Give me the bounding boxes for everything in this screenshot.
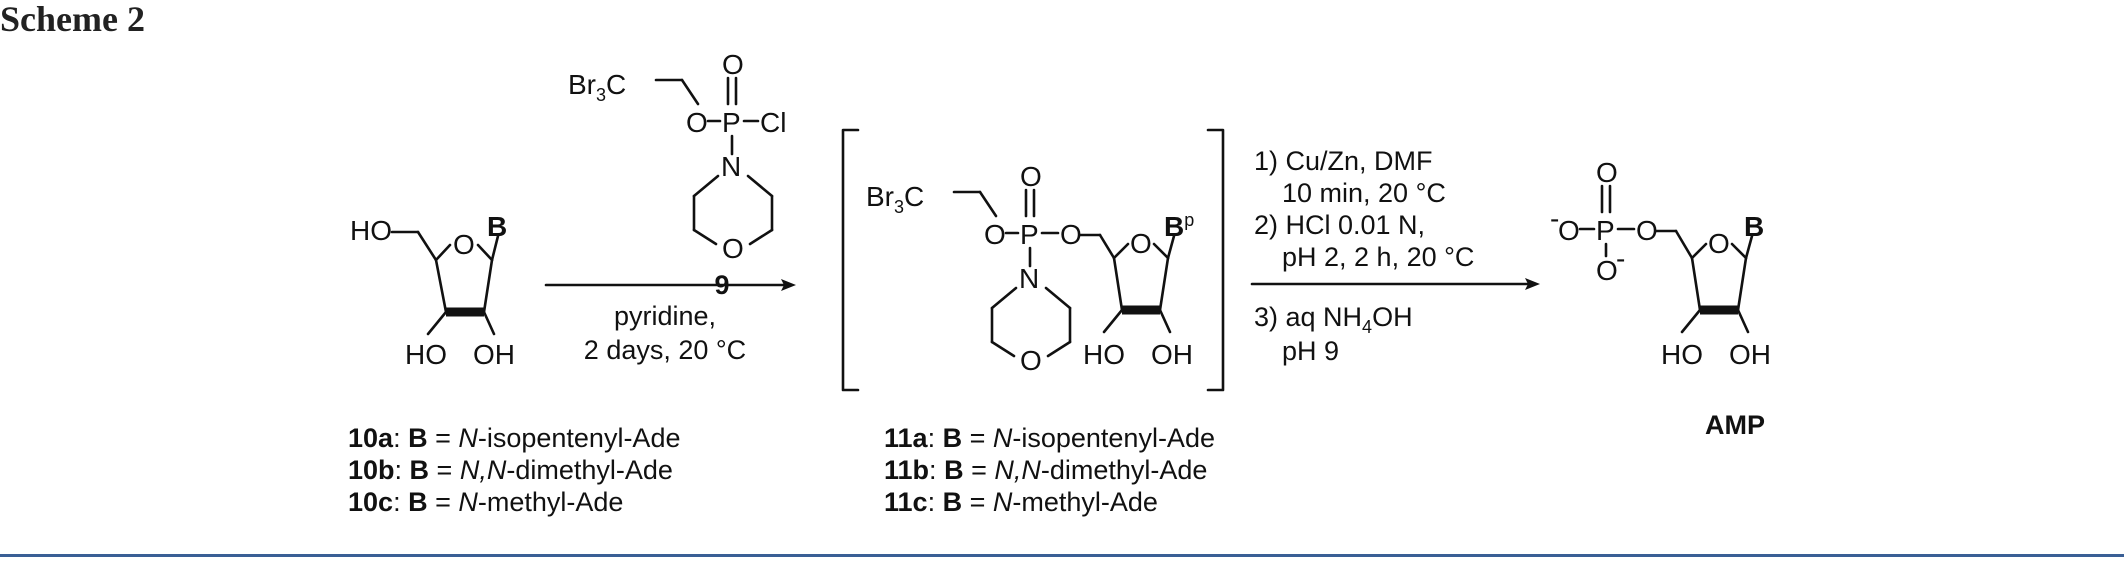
int-ring-oxygen: O (1130, 228, 1152, 259)
amp-oh2-label: OH (1729, 339, 1771, 370)
arrow2-step3-line2: pH 9 (1282, 336, 1339, 366)
int-label-11b: 11b: B = N,N-dimethyl-Ade (884, 455, 1207, 485)
sm-base-label: B (487, 211, 507, 242)
amp-minus-left: - (1550, 203, 1559, 234)
reagent-double-oxygen: O (722, 49, 744, 80)
sm-ho3-label: HO (405, 339, 447, 370)
amp-oxygen-anion-bottom: O (1596, 255, 1618, 286)
arrow-2: 1) Cu/Zn, DMF 10 min, 20 °C 2) HCl 0.01 … (1250, 146, 1540, 366)
sm-ring-oxygen: O (453, 229, 475, 260)
amp-ho3-label: HO (1661, 339, 1703, 370)
int-label-11c: 11c: B = N-methyl-Ade (884, 487, 1158, 517)
int-oh2-label: OH (1151, 339, 1193, 370)
amp-base-label: B (1744, 211, 1764, 242)
intermediate-labels: 11a: B = N-isopentenyl-Ade 11b: B = N,N-… (884, 423, 1215, 517)
starting-material-10: HO O B HO OH (350, 211, 515, 370)
amp-double-oxygen: O (1596, 157, 1618, 188)
reagent-ester-oxygen: O (686, 107, 708, 138)
int-double-oxygen: O (1020, 161, 1042, 192)
arrow2-step1-line1: 1) Cu/Zn, DMF (1254, 146, 1433, 176)
arrow2-step3-line1: 3) aq NH4OH (1254, 302, 1413, 337)
reagent-9: Br3C O P O Cl N O (568, 49, 786, 264)
product-amp: - O P O O - O O B HO OH AMP (1550, 157, 1771, 440)
int-morpholine-nitrogen: N (1019, 263, 1039, 294)
arrow2-step2-line2: pH 2, 2 h, 20 °C (1282, 242, 1474, 272)
intermediate-11: Br3C O P O O O Bp HO OH N O (841, 128, 1225, 392)
int-morpholine-oxygen: O (1020, 345, 1042, 376)
sm-label-10b: 10b: B = N,N-dimethyl-Ade (348, 455, 673, 485)
arrow-1: 9 9 pyridine, 2 days, 20 °C (544, 270, 796, 365)
int-ester-oxygen: O (984, 219, 1006, 250)
scheme-title: Scheme 2 (0, 0, 145, 39)
sm-label-10c: 10c: B = N-methyl-Ade (348, 487, 623, 517)
bottom-rule (0, 554, 2124, 557)
amp-name-label: AMP (1705, 410, 1765, 440)
int-ho3-label: HO (1083, 339, 1125, 370)
amp-link-oxygen: O (1636, 215, 1658, 246)
amp-ring-oxygen: O (1708, 228, 1730, 259)
reagent-morpholine-nitrogen: N (721, 151, 741, 182)
int-label-11a: 11a: B = N-isopentenyl-Ade (884, 423, 1215, 453)
sm-label-10a: 10a: B = N-isopentenyl-Ade (348, 423, 680, 453)
reagent-chlorine: Cl (760, 107, 786, 138)
reagent-br3c-label: Br3C (568, 69, 626, 105)
amp-oxygen-anion-left: O (1558, 215, 1580, 246)
amp-phosphorus: P (1596, 215, 1615, 246)
arrow1-condition-1: pyridine, (614, 301, 716, 331)
int-phosphorus: P (1020, 219, 1039, 250)
arrow1-condition-2: 2 days, 20 °C (584, 335, 746, 365)
reagent-morpholine-oxygen: O (722, 233, 744, 264)
int-base-label: Bp (1164, 210, 1194, 242)
arrow2-step1-line2: 10 min, 20 °C (1282, 178, 1446, 208)
amp-minus-bottom: - (1616, 243, 1625, 274)
int-br3c-label: Br3C (866, 181, 924, 217)
reagent-phosphorus: P (722, 107, 741, 138)
sm-oh2-label: OH (473, 339, 515, 370)
arrow2-step2-line1: 2) HCl 0.01 N, (1254, 210, 1425, 240)
sm-ho5-label: HO (350, 215, 392, 246)
int-link-oxygen: O (1060, 219, 1082, 250)
sm-labels: 10a: B = N-isopentenyl-Ade 10b: B = N,N-… (348, 423, 680, 517)
